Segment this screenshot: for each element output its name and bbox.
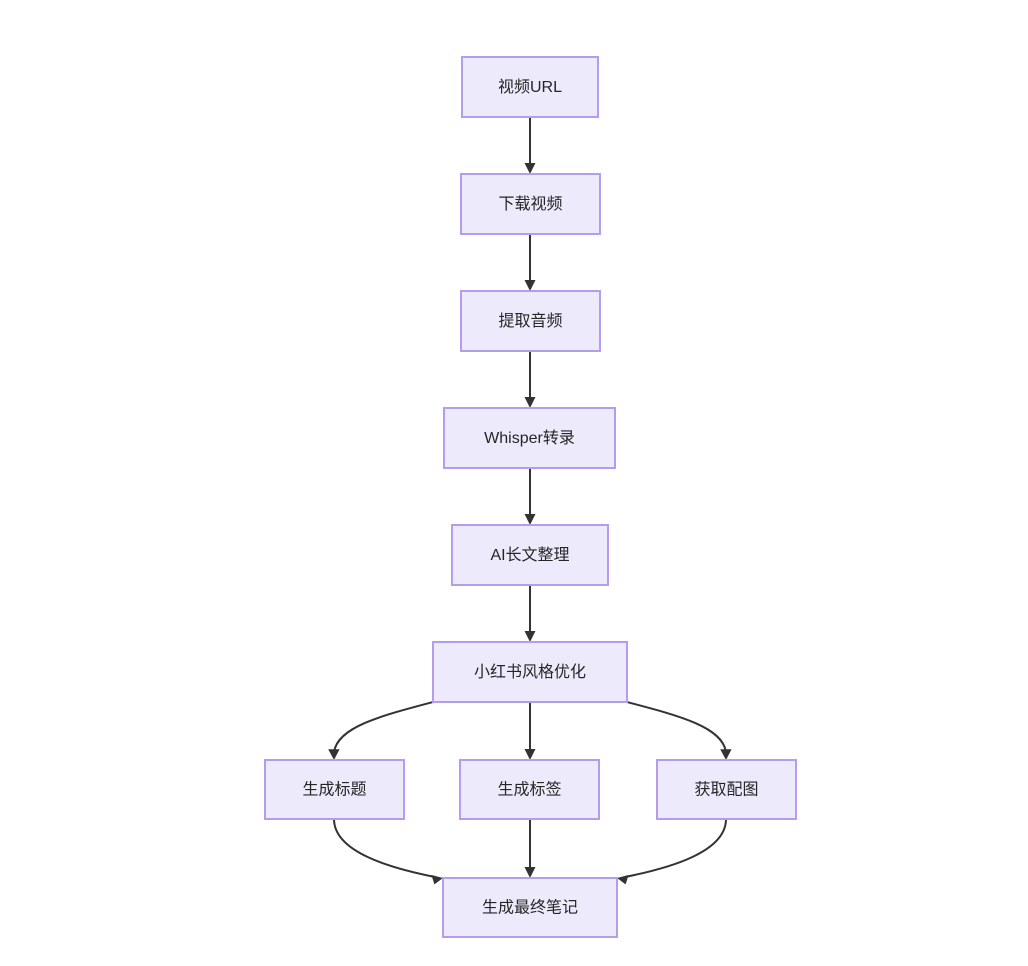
node-ai-summary[interactable]: AI长文整理 <box>451 524 609 586</box>
edge-get-image-to-final-note <box>617 818 727 885</box>
node-gen-title-label: 生成标题 <box>302 781 366 799</box>
node-xhs-style-box[interactable] <box>432 641 628 703</box>
node-whisper-transcribe-box[interactable] <box>443 407 616 469</box>
node-final-note-box[interactable] <box>442 877 618 938</box>
node-gen-tags[interactable]: 生成标签 <box>459 759 600 820</box>
node-video-url-label: 视频URL <box>498 78 562 96</box>
node-ai-summary-box[interactable] <box>451 524 609 586</box>
node-ai-summary-label: AI长文整理 <box>490 546 569 564</box>
node-final-note-label: 生成最终笔记 <box>482 899 578 917</box>
node-gen-title-box[interactable] <box>264 759 405 820</box>
node-get-image-label: 获取配图 <box>694 781 758 799</box>
node-get-image-box[interactable] <box>656 759 797 820</box>
node-final-note[interactable]: 生成最终笔记 <box>442 877 618 938</box>
node-download-box[interactable] <box>460 173 601 235</box>
node-download[interactable]: 下载视频 <box>460 173 601 235</box>
node-video-url[interactable]: 视频URL <box>461 56 599 118</box>
node-gen-tags-box[interactable] <box>459 759 600 820</box>
node-extract-audio[interactable]: 提取音频 <box>460 290 601 352</box>
node-xhs-style[interactable]: 小红书风格优化 <box>432 641 628 703</box>
node-extract-audio-label: 提取音频 <box>498 312 562 330</box>
edge-gen-tags-to-final-note <box>524 819 536 878</box>
node-layer: 视频URL 下载视频 提取音频 Whisper转录 AI长文整理 小红书风格优化 <box>264 56 797 938</box>
node-get-image[interactable]: 获取配图 <box>656 759 797 820</box>
node-download-label: 下载视频 <box>498 195 562 213</box>
node-whisper-transcribe[interactable]: Whisper转录 <box>443 407 616 469</box>
node-xhs-style-label: 小红书风格优化 <box>474 663 586 681</box>
node-whisper-transcribe-label: Whisper转录 <box>484 429 575 447</box>
edge-gen-title-to-final-note <box>333 818 443 885</box>
edge-extract-to-whisper <box>524 351 536 408</box>
edge-layer <box>328 117 732 885</box>
edge-xhs-style-to-get-image <box>626 701 732 760</box>
edge-xhs-style-to-gen-tags <box>524 702 536 760</box>
node-extract-audio-box[interactable] <box>460 290 601 352</box>
node-gen-tags-label: 生成标签 <box>497 781 561 799</box>
edge-ai-summary-to-xhs-style <box>524 585 536 642</box>
edge-xhs-style-to-gen-title <box>328 701 434 760</box>
edge-video-url-to-download <box>524 117 536 174</box>
node-video-url-box[interactable] <box>461 56 599 118</box>
edge-download-to-extract <box>524 234 536 291</box>
node-gen-title[interactable]: 生成标题 <box>264 759 405 820</box>
edge-whisper-to-ai-summary <box>524 468 536 525</box>
